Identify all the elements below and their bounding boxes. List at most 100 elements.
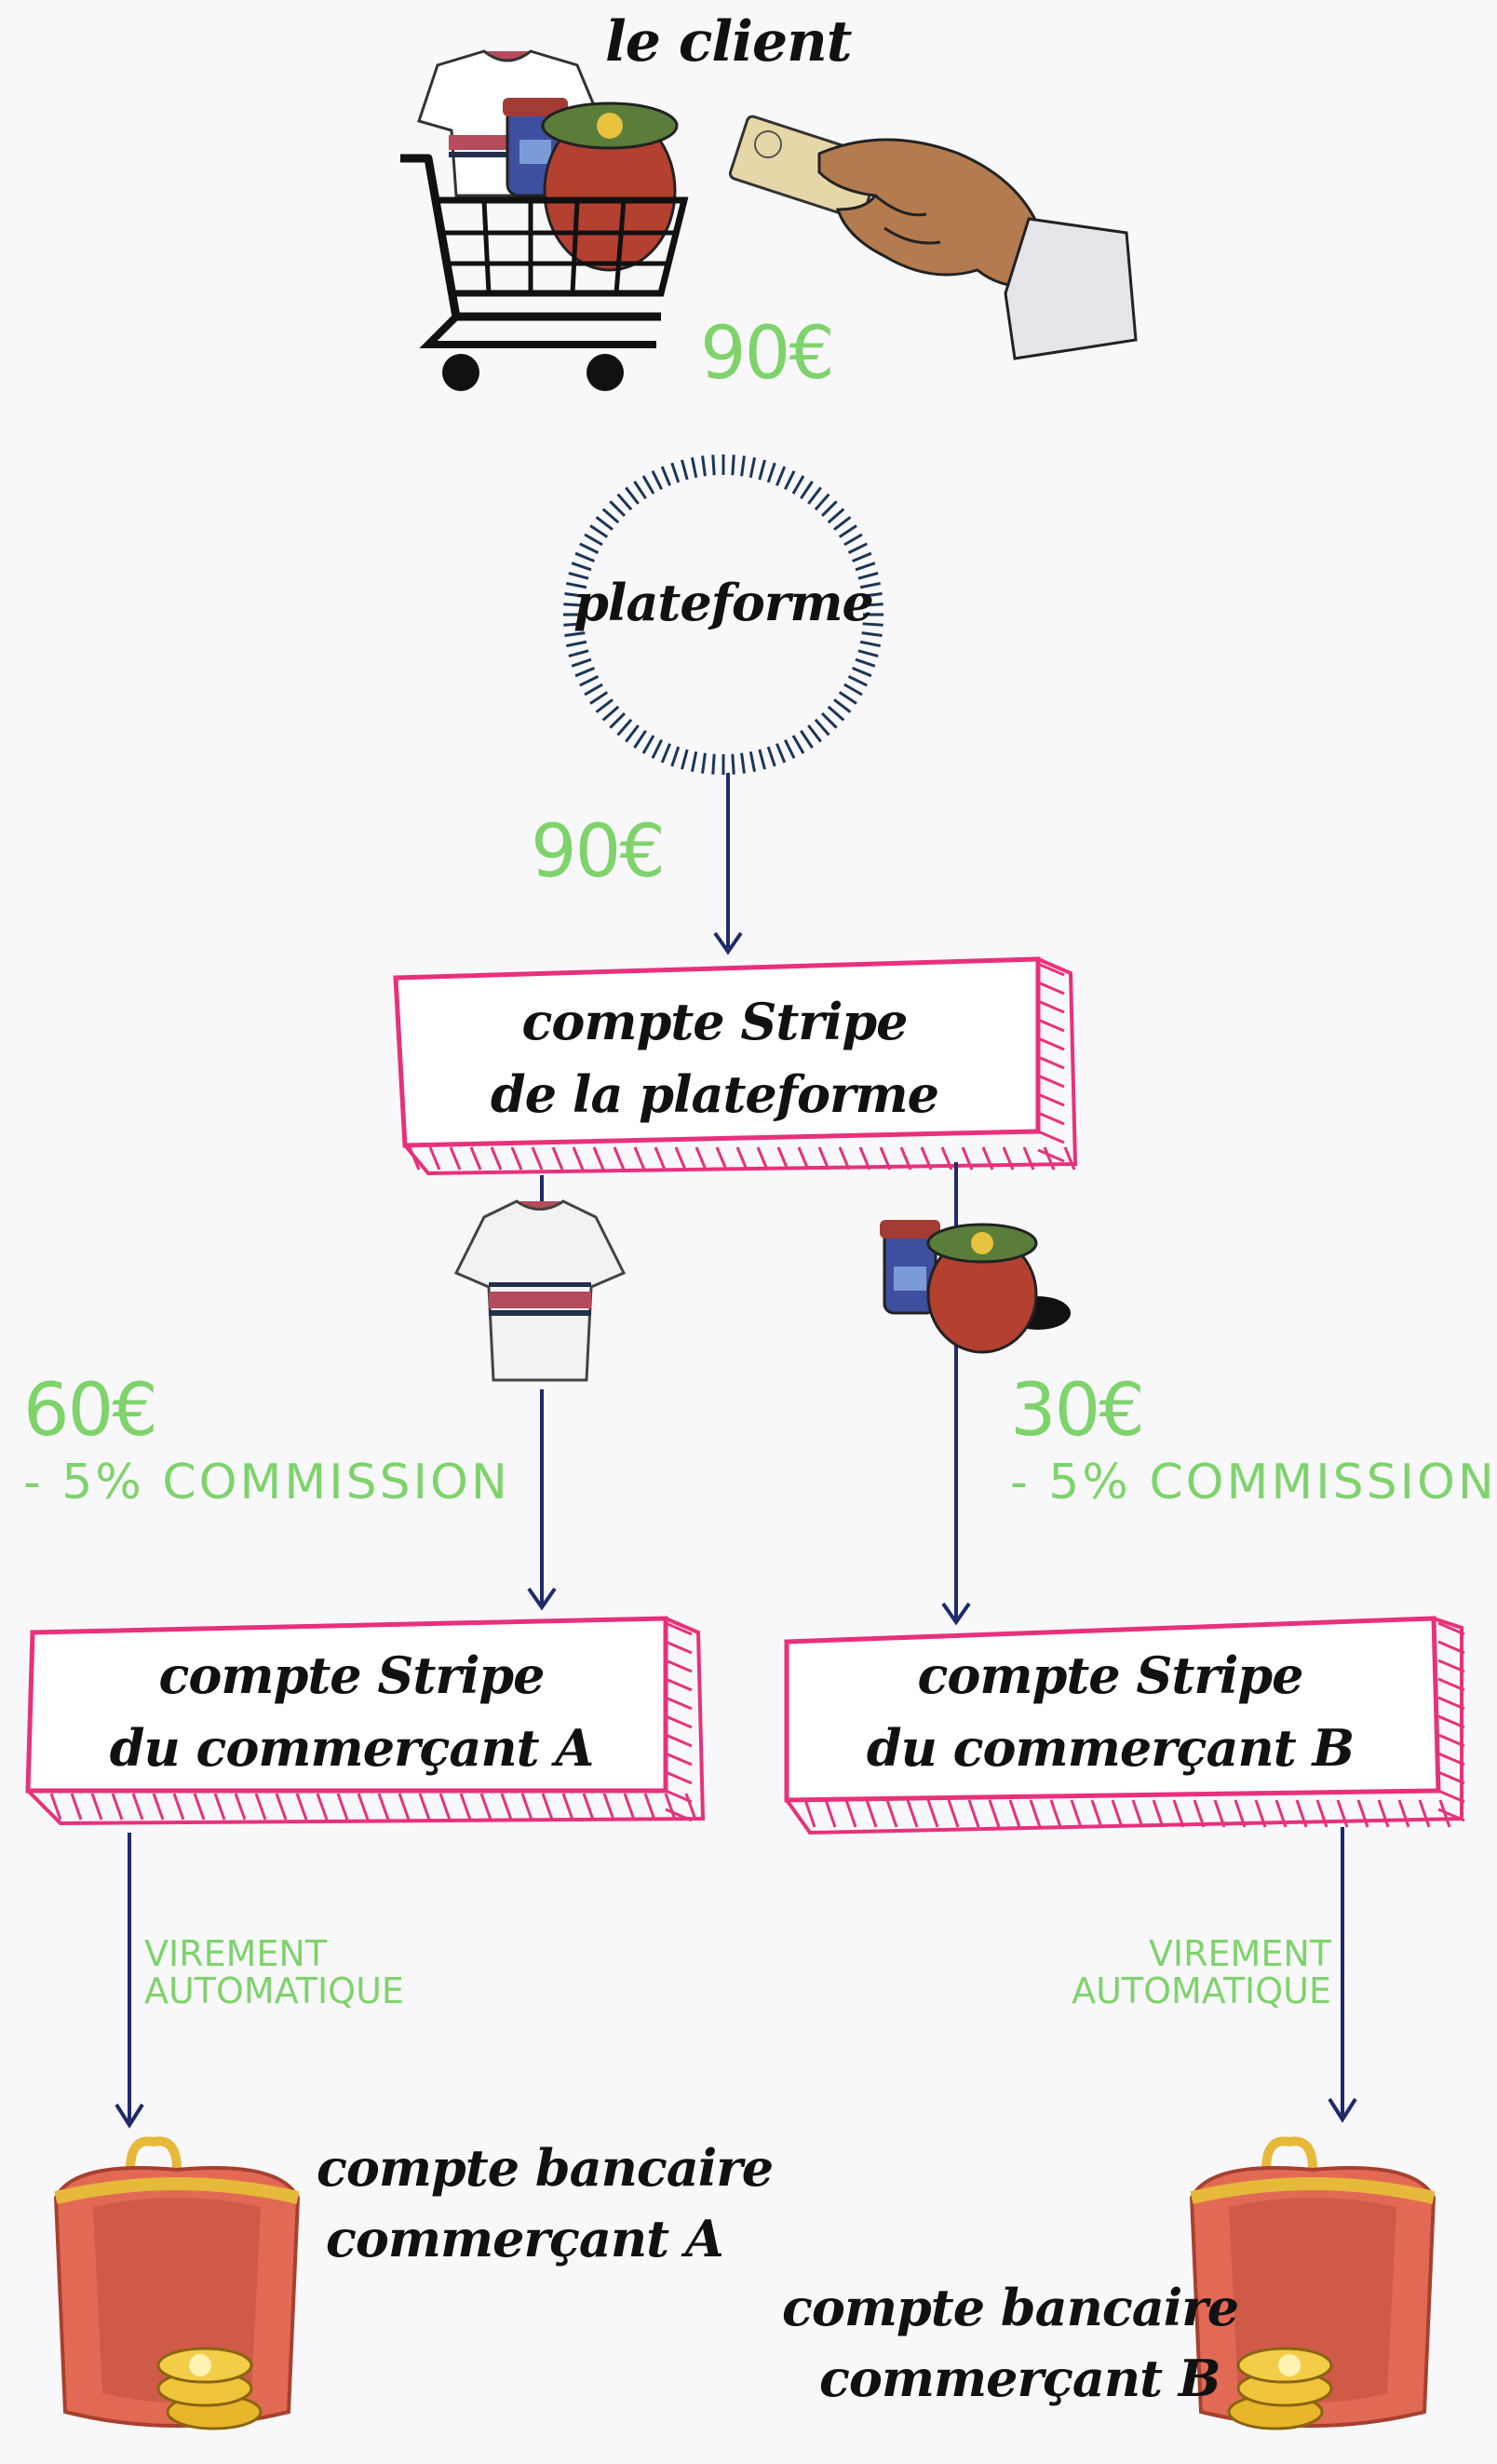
coin-icon (1227, 2347, 1333, 2430)
box-hatch (885, 1799, 898, 1828)
box-hatch (398, 1793, 411, 1821)
dial-tick (807, 724, 822, 743)
dial-tick (766, 462, 776, 483)
box-hatch (858, 1146, 871, 1171)
box-hatch (70, 1793, 83, 1821)
merchant-b-commission: - 5% COMMISSION (1010, 1455, 1497, 1510)
box-hatch (1037, 1111, 1065, 1126)
platform-label: plateforme (573, 573, 874, 632)
box-hatch (1037, 981, 1065, 995)
box-hatch (947, 1799, 960, 1828)
box-hatch (797, 1146, 810, 1171)
box-hatch (1037, 999, 1065, 1014)
dial-tick (807, 486, 822, 505)
dial-tick (748, 457, 757, 479)
dial-tick (563, 622, 585, 627)
box-hatch (131, 1793, 144, 1821)
box-hatch (1008, 1799, 1021, 1828)
box-frame (393, 956, 1078, 1176)
box-hatch (449, 1146, 462, 1171)
box-hatch (1377, 1799, 1390, 1828)
dial-tick (660, 466, 671, 486)
box-hatch (1437, 1807, 1465, 1822)
box-hatch (1234, 1799, 1247, 1828)
dial-tick (857, 572, 879, 580)
box-hatch (817, 1146, 830, 1171)
dial-tick (838, 691, 857, 705)
transfer-arrow-b (1328, 1827, 1357, 2123)
dial-tick (681, 749, 689, 770)
box-hatch (500, 1793, 513, 1821)
box-hatch (1037, 1036, 1065, 1051)
platform-dial (563, 454, 883, 775)
dial-tick (855, 657, 876, 668)
dial-tick (660, 743, 671, 764)
box-hatch (1037, 1148, 1065, 1163)
platform-stripe-account-box: compte Stripe de la plateforme (386, 950, 1080, 1176)
box-hatch (152, 1793, 165, 1821)
box-hatch (1437, 1621, 1465, 1636)
merchant-b-stripe-account-box: compte Stripe du commerçant B (782, 1609, 1466, 1837)
dial-tick (740, 455, 746, 477)
box-hatch (735, 1146, 748, 1171)
box-hatch (1111, 1799, 1124, 1828)
box-hatch (438, 1793, 452, 1821)
merchant-a-amount: 60€ (23, 1369, 158, 1453)
dial-tick (843, 683, 863, 697)
dial-tick (651, 470, 664, 491)
box-hatch (90, 1793, 103, 1821)
merchant-a-transfer-line1: VIREMENT (144, 1933, 328, 1974)
box-hatch (531, 1146, 544, 1171)
dial-tick (571, 562, 592, 572)
dial-tick (584, 683, 603, 697)
box-hatch (592, 1146, 605, 1171)
box-frame (784, 1616, 1465, 1835)
merchant-b-account-line2: du commerçant B (866, 1718, 1355, 1778)
box-hatch (1356, 1799, 1369, 1828)
box-hatch (1336, 1799, 1349, 1828)
merchant-a-transfer-line2: AUTOMATIQUE (144, 1970, 404, 2011)
dial-tick (827, 705, 845, 722)
box-hatch (1254, 1799, 1267, 1828)
dial-tick (775, 743, 787, 764)
dial-tick (568, 649, 589, 657)
box-hatch (684, 1793, 697, 1821)
box-hatch (510, 1146, 523, 1171)
dial-tick (783, 470, 796, 491)
box-hatch (1152, 1799, 1165, 1828)
dial-tick (609, 712, 626, 729)
box-hatch (111, 1793, 124, 1821)
dial-tick (859, 640, 881, 648)
dial-tick (690, 457, 698, 479)
merchant-b-amount: 30€ (1010, 1369, 1145, 1453)
box-hatch (665, 1807, 693, 1822)
box-hatch (665, 1770, 693, 1785)
box-hatch (572, 1146, 585, 1171)
box-hatch (906, 1799, 919, 1828)
dial-tick (641, 475, 655, 494)
box-hatch (1002, 1146, 1015, 1171)
box-hatch (561, 1793, 574, 1821)
box-hatch (1315, 1799, 1328, 1828)
dial-tick (633, 481, 647, 500)
box-hatch (1029, 1799, 1042, 1828)
box-hatch (665, 1658, 693, 1673)
dial-tick (855, 562, 876, 572)
coin-icon (156, 2347, 263, 2430)
dial-tick (633, 729, 647, 749)
box-hatch (665, 1733, 693, 1748)
box-hatch (1437, 1770, 1465, 1785)
dial-tick (566, 640, 587, 648)
dial-tick (861, 631, 883, 637)
dial-tick (847, 674, 868, 687)
merchant-b-account-line1: compte Stripe (917, 1645, 1304, 1705)
dial-tick (579, 542, 600, 555)
box-hatch (49, 1793, 62, 1821)
box-hatch (961, 1146, 974, 1171)
box-hatch (665, 1752, 693, 1767)
box-hatch (520, 1793, 533, 1821)
box-hatch (940, 1146, 953, 1171)
merchant-a-bank-line1: compte bancaire (317, 2138, 774, 2198)
dial-tick (791, 475, 805, 494)
dial-tick (748, 751, 757, 772)
